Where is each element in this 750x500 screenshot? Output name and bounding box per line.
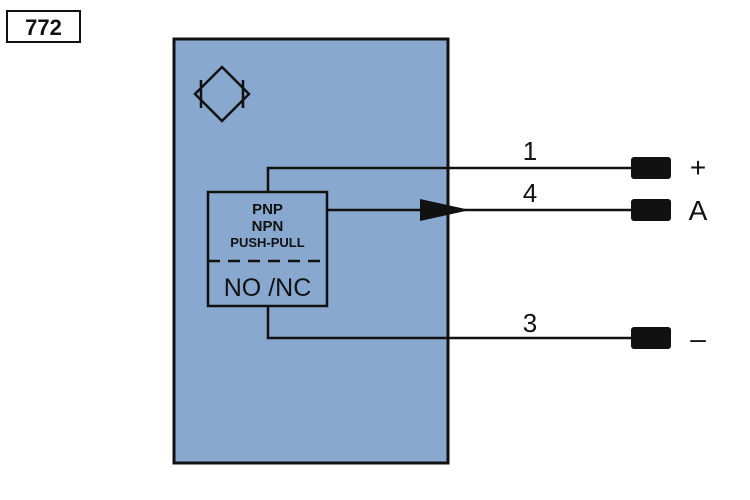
sensor-symbol-icon — [193, 65, 251, 123]
contact-type: NO /NC — [224, 274, 312, 302]
code-label-box — [6, 10, 81, 43]
terminal-minus: – — [690, 323, 706, 354]
terminal-plus: + — [690, 152, 706, 183]
terminal-output-a: A — [689, 195, 708, 226]
wire-number-4: 4 — [523, 178, 537, 208]
output-type-push-pull: PUSH-PULL — [230, 235, 304, 250]
connector-3 — [631, 327, 671, 349]
connector-1 — [631, 157, 671, 179]
arrow-icon — [420, 199, 470, 221]
output-type-pnp: PNP — [252, 201, 283, 218]
connector-4 — [631, 199, 671, 221]
output-block — [206, 190, 329, 308]
wire-3 — [266, 306, 637, 340]
output-type-npn: NPN — [252, 218, 284, 235]
wire-number-1: 1 — [523, 136, 537, 166]
wire-1 — [266, 166, 637, 192]
code-label: 772 — [25, 15, 62, 40]
wire-number-3: 3 — [523, 308, 537, 338]
